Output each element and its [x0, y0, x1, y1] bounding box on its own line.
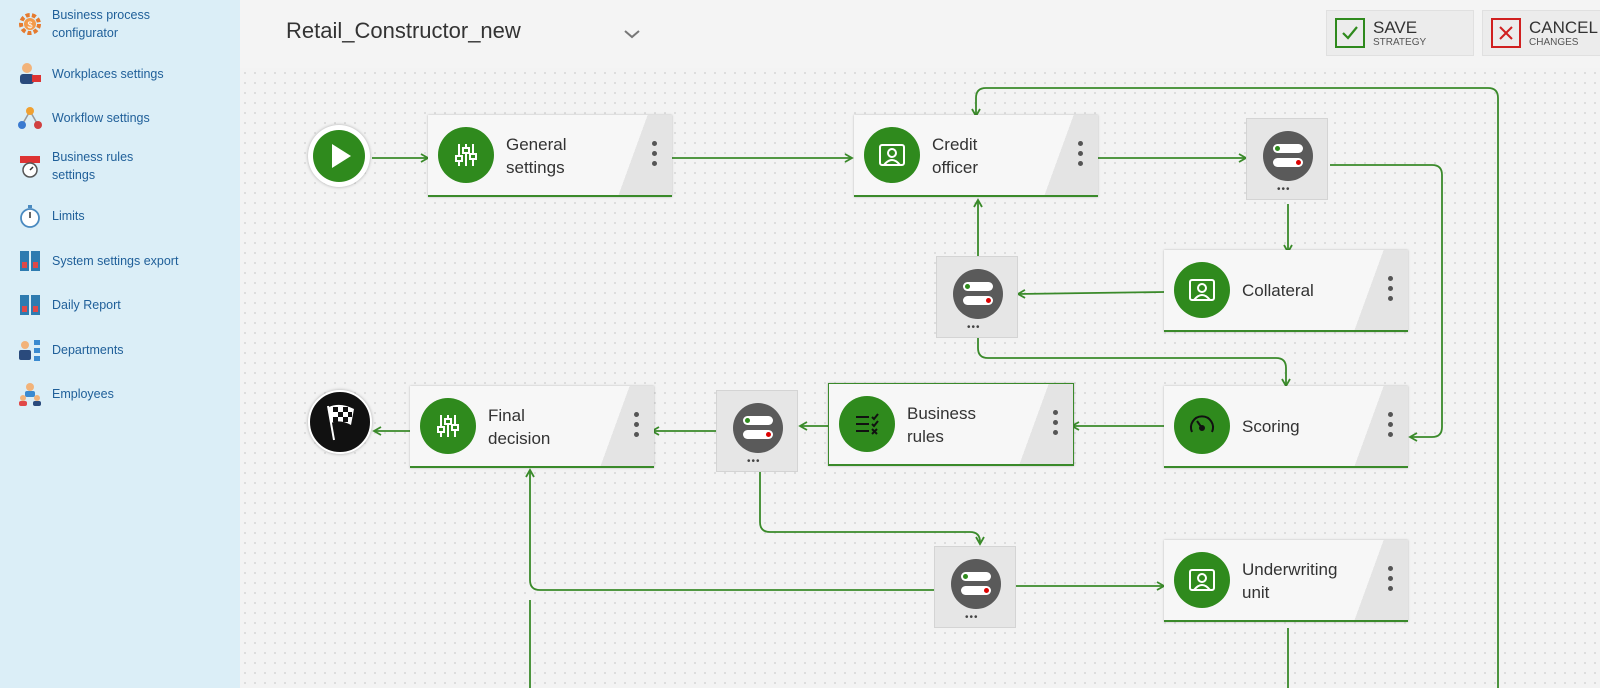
node-more-icon[interactable]: [632, 412, 640, 440]
sidebar-item-limits[interactable]: Limits: [16, 202, 236, 230]
sidebar-item-label: Limits: [52, 209, 85, 223]
check-icon: [1335, 18, 1365, 48]
workflow-icon: [16, 104, 44, 132]
sidebar-item-daily-report[interactable]: Daily Report: [16, 291, 236, 319]
strategy-dropdown-chevron-down-icon[interactable]: [620, 22, 644, 46]
sidebar-item-system-settings-export[interactable]: System settings export: [16, 247, 236, 275]
header: Retail_Constructor_new SAVE STRATEGY CAN…: [240, 0, 1600, 68]
toggle-icon: [733, 403, 783, 453]
node-scoring[interactable]: Scoring: [1164, 386, 1408, 468]
play-icon: [313, 130, 365, 182]
condition-switch[interactable]: •••: [716, 390, 798, 472]
employees-icon: [16, 380, 44, 408]
more-icon: •••: [747, 456, 761, 467]
svg-text:$: $: [27, 20, 32, 30]
gear-icon: $: [16, 10, 44, 38]
node-collateral[interactable]: Collateral: [1164, 250, 1408, 332]
sidebar-item-departments[interactable]: Departments: [16, 336, 236, 364]
sidebar-item-business-rules-settings[interactable]: Business rules settings: [16, 148, 236, 184]
node-more-icon[interactable]: [1386, 412, 1394, 440]
person-frame-icon: [864, 127, 920, 183]
report-icon: [16, 291, 44, 319]
more-icon: •••: [967, 322, 981, 333]
toggle-icon: [951, 559, 1001, 609]
person-frame-icon: [1174, 552, 1230, 608]
node-label: Collateral: [1242, 281, 1314, 300]
workplace-icon: [16, 60, 44, 88]
sidebar-item-label: Workplaces settings: [52, 67, 164, 81]
person-frame-icon: [1174, 262, 1230, 318]
node-more-icon[interactable]: [650, 141, 658, 169]
sidebar-item-label: Departments: [52, 343, 124, 357]
gauge-icon: [1174, 398, 1230, 454]
departments-icon: [16, 336, 44, 364]
save-label: SAVE: [1373, 17, 1418, 37]
sidebar-item-label: Workflow settings: [52, 111, 150, 125]
checkered-flag-icon: [327, 404, 354, 441]
node-more-icon[interactable]: [1076, 141, 1084, 169]
stopwatch-icon: [16, 202, 44, 230]
sidebar-item-workplaces-settings[interactable]: Workplaces settings: [16, 60, 236, 88]
sidebar-item-label: Business rules settings: [52, 150, 134, 182]
save-strategy-button[interactable]: SAVE STRATEGY: [1326, 10, 1474, 56]
sidebar-item-label: System settings export: [52, 254, 179, 268]
condition-switch[interactable]: •••: [936, 256, 1018, 338]
cancel-label: CANCEL: [1529, 17, 1598, 37]
checklist-icon: [839, 396, 895, 452]
save-sublabel: STRATEGY: [1373, 36, 1427, 48]
sidebar-item-employees[interactable]: Employees: [16, 380, 236, 408]
node-more-icon[interactable]: [1386, 276, 1394, 304]
sidebar: $ Business process configurator Workplac…: [0, 0, 241, 688]
cancel-sublabel: CHANGES: [1529, 36, 1579, 48]
sliders-icon: [420, 398, 476, 454]
node-more-icon[interactable]: [1051, 410, 1059, 438]
sidebar-item-label: Daily Report: [52, 298, 121, 312]
node-more-icon[interactable]: [1386, 566, 1394, 594]
sidebar-item-label: Business process configurator: [52, 8, 150, 40]
toggle-icon: [1263, 131, 1313, 181]
node-label: Scoring: [1242, 417, 1300, 436]
export-icon: [16, 247, 44, 275]
cancel-changes-button[interactable]: CANCEL CHANGES: [1482, 10, 1600, 56]
toggle-icon: [953, 269, 1003, 319]
more-icon: •••: [965, 612, 979, 623]
more-icon: •••: [1277, 184, 1291, 195]
sidebar-item-workflow-settings[interactable]: Workflow settings: [16, 104, 236, 132]
sidebar-item-business-process-configurator[interactable]: $ Business process configurator: [16, 6, 236, 42]
sliders-icon: [438, 127, 494, 183]
start-node[interactable]: [308, 125, 370, 187]
condition-switch[interactable]: •••: [1246, 118, 1328, 200]
sidebar-item-label: Employees: [52, 387, 114, 401]
condition-switch[interactable]: •••: [934, 546, 1016, 628]
business-rules-icon: [16, 152, 44, 180]
finish-flag-node[interactable]: [308, 390, 372, 454]
strategy-title: Retail_Constructor_new: [286, 18, 521, 43]
close-icon: [1491, 18, 1521, 48]
